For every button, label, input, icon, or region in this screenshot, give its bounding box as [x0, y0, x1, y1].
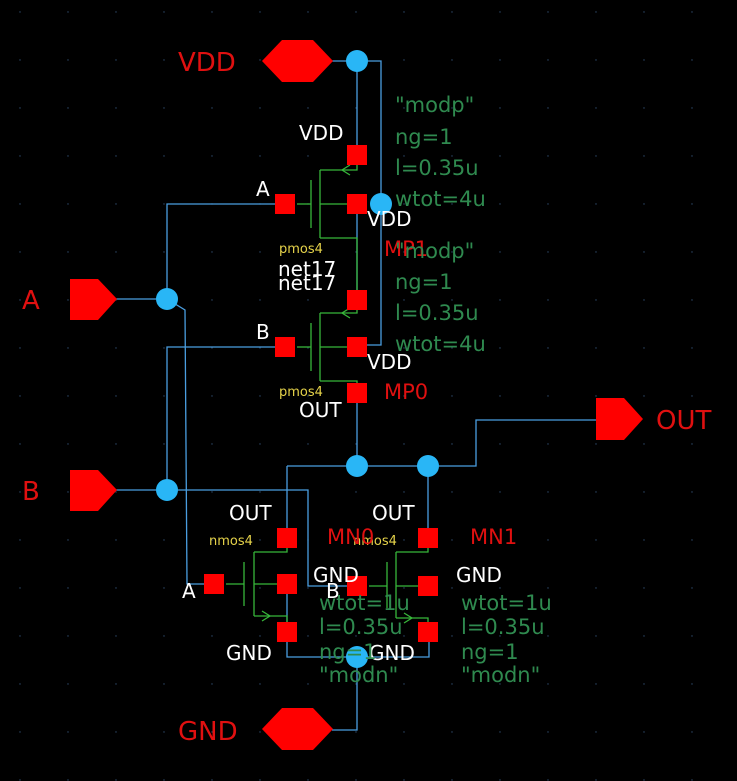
b-junction-dot [156, 479, 178, 501]
mn0-param-wtot: wtot=1u [319, 591, 410, 615]
gnd-pin[interactable] [262, 708, 333, 750]
b-pin[interactable] [70, 470, 117, 511]
instance-names: MP1 MP0 MN0 MN1 [327, 237, 517, 549]
mp1-param-ng: ng=1 [395, 125, 453, 149]
mp0-bulk-label: VDD [367, 350, 411, 374]
mn1-param-ng: ng=1 [461, 640, 519, 664]
mp1-bulk-terminal[interactable] [347, 194, 367, 214]
mn1-bulk-label: GND [456, 563, 502, 587]
mn0-drain-terminal[interactable] [277, 528, 297, 548]
wire-b-to-mn1[interactable] [167, 489, 357, 587]
pins [70, 40, 643, 750]
mp1-source-label: VDD [299, 121, 343, 145]
mn0-param-l: l=0.35u [319, 615, 403, 639]
a-pin[interactable] [70, 279, 117, 320]
mp0-gate-terminal[interactable] [275, 337, 295, 357]
mn1-source-terminal[interactable] [418, 622, 438, 642]
mn1-gate-terminal[interactable] [347, 576, 367, 596]
mp0-bulk-terminal[interactable] [347, 337, 367, 357]
mn0-cell-label: nmos4 [209, 534, 253, 549]
pin-labels: VDD GND A B OUT [22, 48, 711, 747]
device-params: "modp" ng=1 l=0.35u wtot=4u "modp" ng=1 … [319, 93, 552, 687]
mp1-drain-label: net17 [278, 257, 336, 281]
wire-out-bus[interactable] [287, 419, 598, 467]
mn1-bulk-terminal[interactable] [418, 576, 438, 596]
mp0-param-l: l=0.35u [395, 301, 479, 325]
mn0-bulk-terminal[interactable] [277, 574, 297, 594]
mn1-drain-label: OUT [372, 501, 415, 525]
vdd-pin-label: VDD [178, 48, 236, 78]
gnd-junction-dot [346, 646, 368, 668]
a-junction-dot [156, 288, 178, 310]
mp1-gate-label: A [256, 177, 270, 201]
out-junction-dot-left [346, 455, 368, 477]
mn1-source-label: GND [369, 641, 415, 665]
out-pin[interactable] [596, 398, 643, 440]
mp0-instance-label: MP0 [384, 380, 428, 404]
out-junction-dot-right [417, 455, 439, 477]
wire-b-to-mp0[interactable] [166, 346, 285, 490]
mp0-source-label: net17 [278, 271, 336, 295]
wire-a-to-mp1[interactable] [166, 203, 285, 299]
mn0-instance-label: MN0 [327, 525, 374, 549]
wire-gnd-rail[interactable] [332, 657, 358, 731]
mn0-bulk-label: GND [313, 563, 359, 587]
mp0-param-model: "modp" [395, 239, 474, 263]
mp1-bulk-label: VDD [367, 207, 411, 231]
mn0-param-ng: ng=1 [319, 640, 377, 664]
mn0-param-model: "modn" [319, 663, 398, 687]
mn1-drain-terminal[interactable] [418, 528, 438, 548]
gnd-pin-label: GND [178, 717, 238, 747]
mp1-param-model: "modp" [395, 93, 474, 117]
mn0-source-terminal[interactable] [277, 622, 297, 642]
mn0-source-label: GND [226, 641, 272, 665]
vdd-junction-dot [346, 50, 368, 72]
mp1-instance-label: MP1 [384, 237, 428, 261]
mn1-param-model: "modn" [461, 663, 540, 687]
terminals [204, 145, 438, 642]
mn1-cell-label: nmos4 [353, 534, 397, 549]
mp1-cell-label: pmos4 [279, 242, 323, 257]
a-pin-label: A [22, 286, 40, 316]
junctions [156, 50, 439, 668]
mp1-param-wtot: wtot=4u [395, 187, 486, 211]
mn1-param-wtot: wtot=1u [461, 591, 552, 615]
mp1-drain-terminal[interactable] [347, 290, 367, 310]
vdd-pin[interactable] [262, 40, 333, 82]
mp1-gate-terminal[interactable] [275, 194, 295, 214]
mp0-param-wtot: wtot=4u [395, 332, 486, 356]
mp0-drain-terminal[interactable] [347, 383, 367, 403]
mp0-param-ng: ng=1 [395, 270, 453, 294]
mp1-param-l: l=0.35u [395, 156, 479, 180]
wire-a-down[interactable] [166, 298, 214, 585]
mn1-instance-label: MN1 [470, 525, 517, 549]
terminal-labels: VDD A VDD net17 net17 B VDD OUT OUT A GN… [182, 121, 502, 665]
out-pin-label: OUT [656, 406, 711, 436]
mp0-cell-label: pmos4 [279, 385, 323, 400]
wires [116, 60, 598, 731]
mn1-gate-label: B [326, 579, 340, 603]
mp0-drain-label: OUT [299, 398, 342, 422]
b-pin-label: B [22, 477, 40, 507]
mp1-symbol[interactable] [297, 160, 358, 290]
mp1-source-terminal[interactable] [347, 145, 367, 165]
cell-names: pmos4 pmos4 nmos4 nmos4 [209, 242, 397, 549]
mp0-gate-label: B [256, 320, 270, 344]
mn0-gate-label: A [182, 579, 196, 603]
vdd-bulk-junction-dot [370, 193, 392, 215]
mn0-drain-label: OUT [229, 501, 272, 525]
mn0-gate-terminal[interactable] [204, 574, 224, 594]
mn1-param-l: l=0.35u [461, 615, 545, 639]
